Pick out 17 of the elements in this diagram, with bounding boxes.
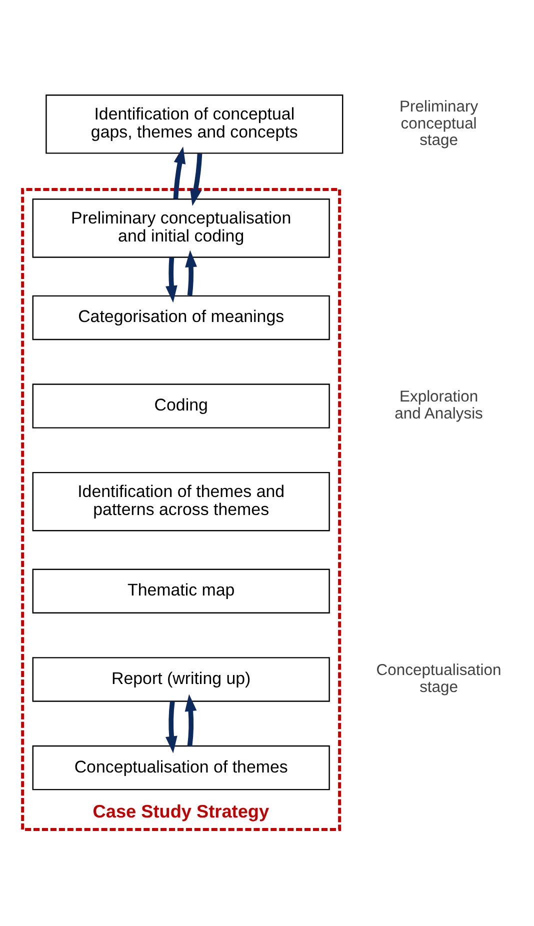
arrow: [184, 694, 197, 746]
arrow: [166, 700, 178, 753]
node-box: Identification of themes and patterns across themes: [32, 471, 330, 531]
arrow: [173, 146, 186, 198]
label: Preliminary conceptual stage: [399, 98, 478, 149]
node-box: Thematic map: [32, 568, 330, 614]
arrow: [185, 250, 197, 296]
arrow: [190, 153, 202, 206]
node-box: Identification of conceptual gaps, themes and concepts: [46, 94, 344, 154]
node-box: Categorisation of meanings: [32, 294, 330, 340]
label: Exploration and Analysis: [394, 388, 483, 422]
node-box: Coding: [32, 383, 330, 428]
node-box: Report (writing up): [32, 656, 330, 702]
arrow: [166, 256, 178, 302]
node-box: Conceptualisation of themes: [32, 744, 330, 790]
node-box: Preliminary conceptualisation and initial coding: [32, 198, 330, 258]
label: Conceptualisation stage: [376, 662, 502, 696]
